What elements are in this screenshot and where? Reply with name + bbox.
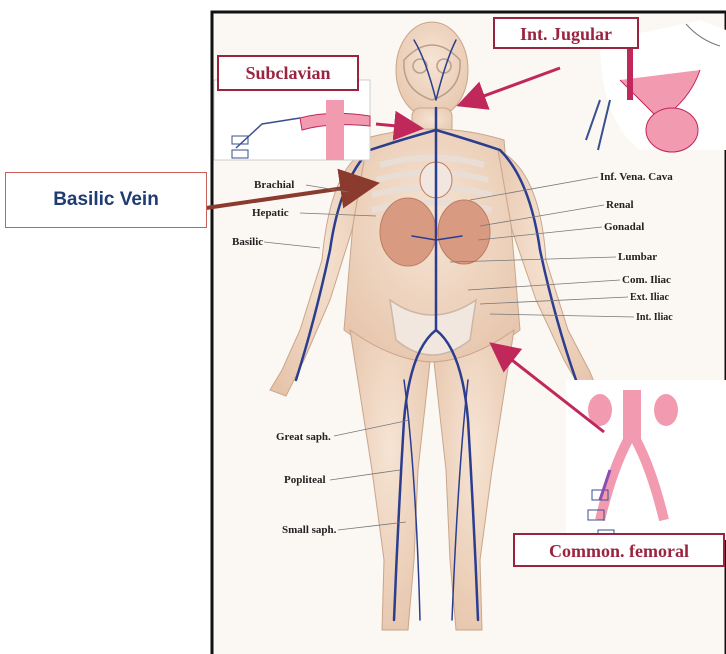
label-int-iliac: Int. Iliac (636, 312, 673, 323)
label-inf-vena-cava: Inf. Vena. Cava (600, 171, 673, 183)
label-basilic: Basilic (232, 236, 263, 248)
subclavian-inset (214, 80, 370, 160)
label-great-saph: Great saph. (276, 431, 331, 443)
label-lumbar: Lumbar (618, 251, 657, 263)
label-renal: Renal (606, 199, 634, 211)
label-small-saph: Small saph. (282, 524, 337, 536)
label-gonadal: Gonadal (604, 221, 644, 233)
basilic-vein-callout: Basilic Vein (5, 172, 207, 228)
common-femoral-title: Common. femoral (549, 541, 689, 561)
label-hepatic: Hepatic (252, 207, 289, 219)
label-popliteal: Popliteal (284, 474, 326, 486)
label-com-iliac: Com. Iliac (622, 274, 671, 286)
subclavian-title: Subclavian (245, 63, 330, 83)
label-brachial: Brachial (254, 179, 294, 191)
int-jugular-title: Int. Jugular (520, 24, 612, 44)
label-ext-iliac: Ext. Iliac (630, 292, 669, 303)
basilic-vein-label: Basilic Vein (53, 189, 159, 211)
common-femoral-inset (566, 380, 726, 540)
